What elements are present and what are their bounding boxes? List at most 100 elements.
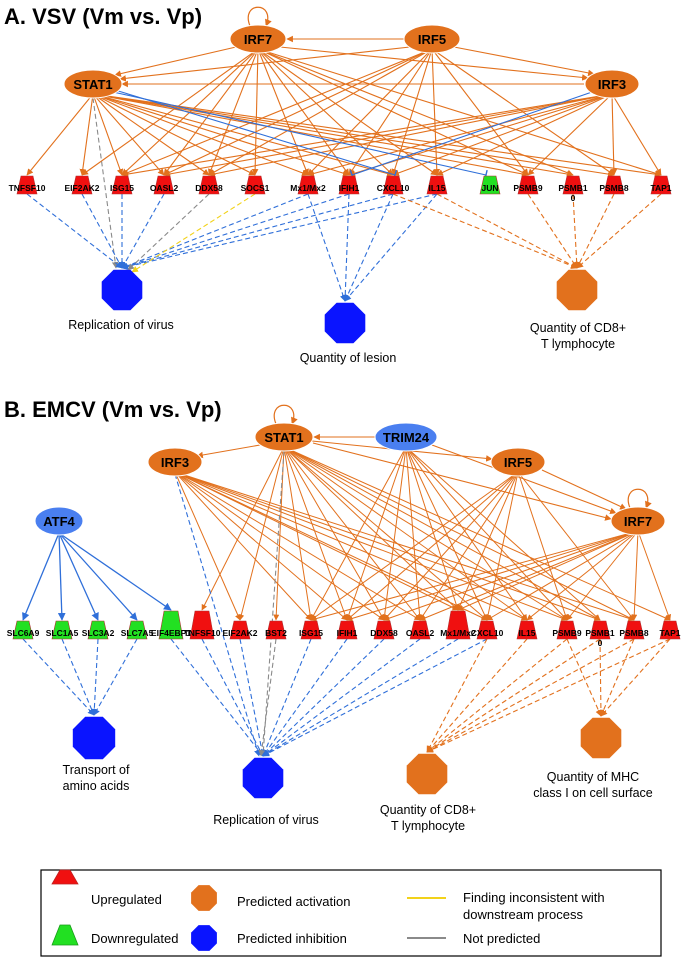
gene-eif2ak2: EIF2AK2 [223, 620, 258, 640]
outcome-node [324, 302, 366, 344]
gene-tnfsf10: TNFSF10 [9, 175, 46, 195]
gene-node [562, 175, 584, 195]
outcome-label: Quantity of MHC [547, 770, 639, 784]
gene-label: IFIH1 [337, 628, 358, 638]
edge [576, 193, 615, 269]
edge [174, 471, 459, 611]
legend-activation-label: Predicted activation [237, 894, 350, 909]
edge [262, 638, 488, 757]
outcome-label: class I on cell surface [533, 786, 653, 800]
edge [391, 48, 433, 176]
edge [26, 93, 94, 176]
edge [208, 48, 259, 176]
legend-inconsistent-label-1: Finding inconsistent with [463, 890, 605, 905]
outcome-node [556, 269, 598, 311]
gene-cxcl10: CXCL10 [377, 175, 410, 195]
edge [383, 530, 639, 622]
gene-node [16, 175, 38, 195]
edge [121, 193, 165, 269]
gene-label: PSMB1 [558, 183, 588, 193]
edge [257, 48, 438, 176]
edge [26, 193, 123, 269]
gene-node [71, 175, 93, 195]
edge [405, 446, 601, 621]
edge [576, 193, 662, 269]
edge [310, 530, 639, 622]
edge [486, 530, 639, 621]
edge [22, 638, 95, 716]
gene-label: IFIH1 [339, 183, 360, 193]
regulator-irf7: IRF7 [229, 24, 287, 54]
legend: Upregulated Downregulated Predicted acti… [40, 869, 662, 957]
gene-node [476, 620, 498, 640]
edge [121, 193, 350, 270]
gene-node [373, 620, 395, 640]
edge [92, 93, 309, 176]
edge [92, 93, 350, 177]
edge [426, 638, 528, 753]
edge [346, 530, 639, 622]
gene-mx: Mx1/Mx2 [290, 175, 326, 195]
gene-label: EIF4EBP1 [151, 628, 191, 638]
edge [610, 93, 618, 176]
gene-ifih1: IFIH1 [337, 620, 358, 640]
edge [541, 469, 627, 510]
outcome-repl: Replication of virus [68, 269, 174, 332]
gene-eif2ak2: EIF2AK2 [65, 175, 100, 195]
regulator-stat1: STAT1 [254, 422, 314, 452]
self-loop-edge [247, 6, 272, 27]
gene-label: ISG15 [110, 183, 134, 193]
edge [457, 530, 639, 611]
gene-ddx58: DDX58 [195, 175, 223, 195]
gene-node [300, 620, 322, 640]
edge [346, 471, 519, 621]
self-loop-edge [273, 404, 298, 425]
edge [527, 93, 613, 176]
legend-not-predicted-label: Not predicted [463, 931, 540, 946]
edge [121, 193, 309, 269]
edge [81, 193, 123, 269]
gene-node [426, 175, 448, 195]
edge [92, 93, 615, 178]
edge [92, 97, 119, 269]
edge [239, 638, 266, 757]
edge [517, 471, 635, 621]
edge [283, 446, 314, 621]
panel-b-title: B. EMCV (Vm vs. Vp) [4, 397, 222, 422]
edge [92, 93, 529, 178]
legend-upregulated-label: Upregulated [91, 892, 162, 907]
gene-label: Mx1/Mx2 [440, 628, 476, 638]
gene-psmb9: PSMB9 [552, 620, 582, 640]
legend-activation-icon [191, 885, 217, 911]
edge [258, 638, 277, 757]
legend-box [40, 869, 662, 957]
gene-label: PSMB8 [599, 183, 629, 193]
gene-node [198, 175, 220, 195]
edge [381, 446, 407, 621]
self-loop-edge [627, 488, 652, 509]
gene-mx: Mx1/Mx2 [440, 610, 476, 640]
edge [637, 530, 671, 621]
legend-upregulated-icon [51, 869, 79, 885]
gene-il15: IL15 [426, 175, 448, 195]
edge [121, 93, 613, 178]
gene-slc1a5: SLC1A5 [46, 620, 79, 640]
gene-label: CXCL10 [377, 183, 410, 193]
edge [262, 638, 459, 757]
legend-downregulated-label: Downregulated [91, 931, 178, 946]
edge [310, 471, 519, 621]
edge [527, 193, 578, 269]
edge [611, 93, 662, 176]
edge [457, 471, 519, 611]
gene-jun: JUN [479, 175, 501, 195]
edge [114, 46, 237, 77]
gene-label: TNFSF10 [9, 183, 46, 193]
outcome-repl: Replication of virus [213, 757, 319, 827]
gene-label: 0 [598, 638, 603, 648]
regulator-irf7: IRF7 [610, 506, 666, 536]
gene-label: SLC6A9 [7, 628, 40, 638]
gene-label: IL15 [428, 183, 445, 193]
edge [174, 471, 488, 621]
